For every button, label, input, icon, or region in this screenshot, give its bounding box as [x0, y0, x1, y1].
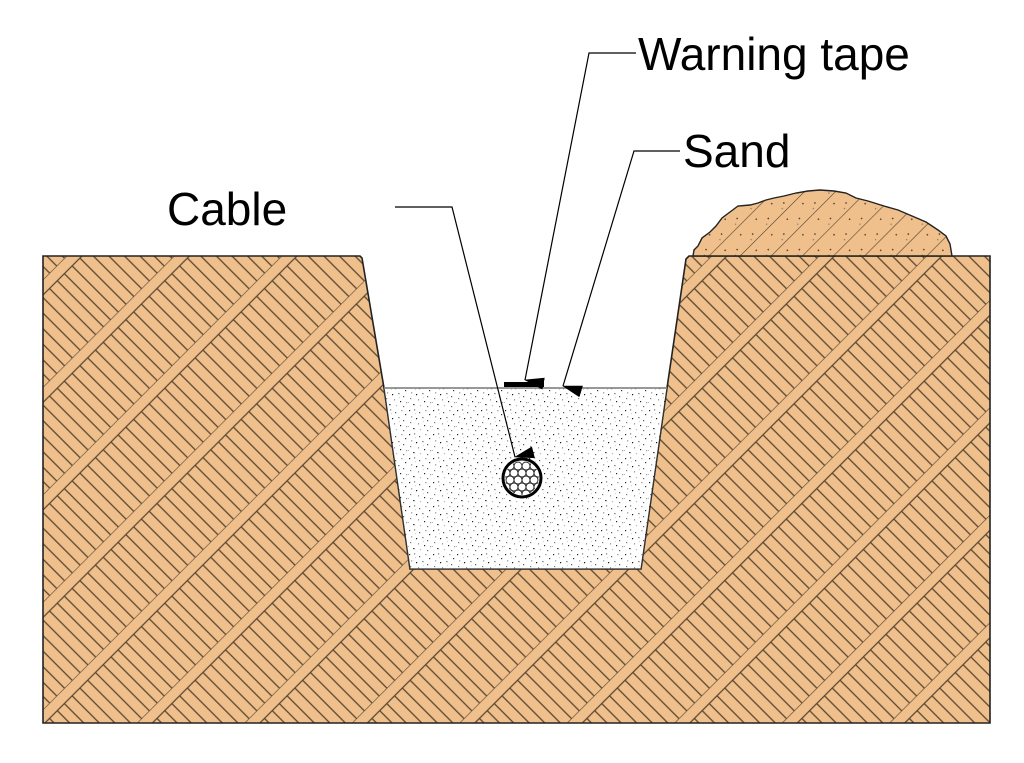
label-cable: Cable	[167, 183, 287, 235]
label-sand: Sand	[683, 125, 790, 177]
sand-leader	[562, 150, 680, 398]
cable	[501, 457, 543, 499]
warning-tape-leader	[524, 52, 636, 390]
label-warning-tape: Warning tape	[638, 28, 910, 80]
warning-tape	[504, 382, 544, 387]
cable-leader	[395, 206, 535, 459]
spoil-heap	[692, 189, 953, 257]
